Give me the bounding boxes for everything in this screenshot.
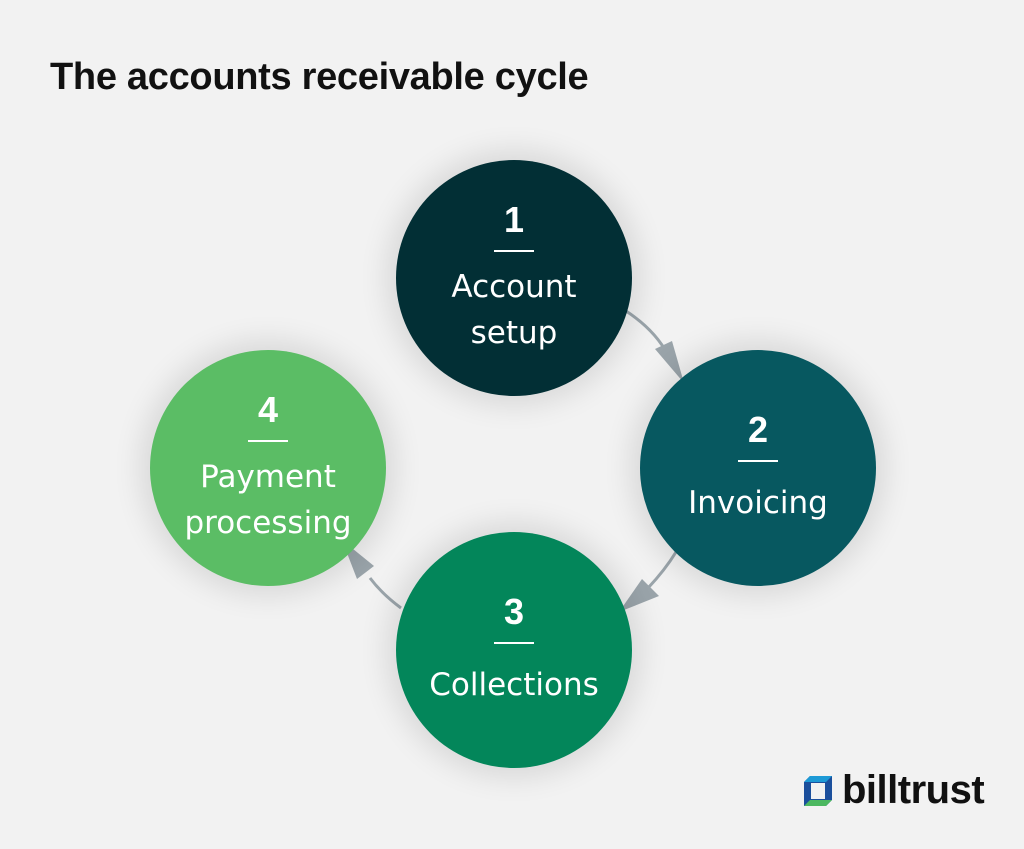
billtrust-logo-icon xyxy=(804,775,832,806)
step-number: 3 xyxy=(503,591,525,632)
step-1-account-setup: 1 Account setup xyxy=(396,160,632,396)
step-number: 1 xyxy=(503,199,525,240)
billtrust-logo: billtrust xyxy=(804,768,985,813)
page-title: The accounts receivable cycle xyxy=(50,56,589,98)
arrow-1-to-2-icon xyxy=(625,309,684,383)
arrow-2-to-3-icon xyxy=(619,551,678,612)
step-label: processing xyxy=(184,505,352,541)
step-label: setup xyxy=(470,315,558,351)
step-label: Account xyxy=(451,269,577,305)
step-number: 2 xyxy=(747,409,769,450)
logo-text: billtrust xyxy=(842,768,985,812)
step-3-collections: 3 Collections xyxy=(396,532,632,768)
step-label: Invoicing xyxy=(688,485,828,521)
divider xyxy=(738,460,778,462)
step-label: Payment xyxy=(200,459,336,495)
divider xyxy=(248,440,288,442)
divider xyxy=(494,642,534,644)
step-2-invoicing: 2 Invoicing xyxy=(640,350,876,586)
step-number: 4 xyxy=(257,389,279,430)
step-label: Collections xyxy=(429,667,599,703)
divider xyxy=(494,250,534,252)
step-4-payment-processing: 4 Payment processing xyxy=(150,350,386,586)
